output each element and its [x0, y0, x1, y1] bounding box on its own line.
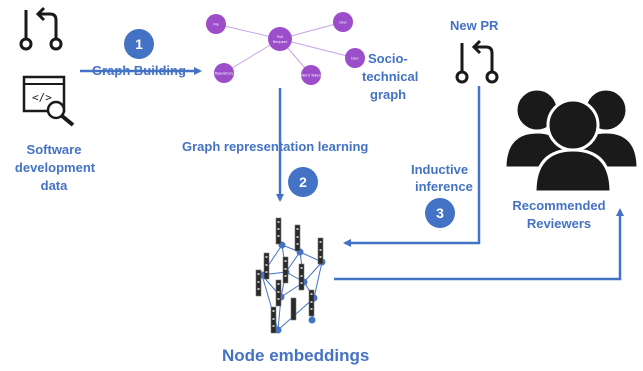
svg-text:User: User — [351, 57, 360, 61]
graph-building-label: Graph Building — [92, 63, 186, 78]
socio-technical-graph-label-3: graph — [370, 87, 407, 102]
inductive-inference-label-1: Inductive — [411, 162, 469, 177]
svg-text:Request: Request — [273, 40, 288, 44]
software-data-label-3: data — [40, 178, 68, 193]
embedding-vectors — [255, 217, 324, 334]
svg-text:</>: </> — [32, 91, 52, 104]
svg-text:User: User — [339, 21, 348, 25]
node-embeddings-label: Node embeddings — [222, 346, 370, 365]
svg-text:Word Token: Word Token — [301, 74, 321, 78]
code-search-icon: </> — [22, 75, 75, 127]
socio-technical-graph-label-1: Socio- — [368, 51, 408, 66]
socio-technical-graph: Pull Request File User User Repository W… — [206, 12, 365, 85]
software-data-label-2: development — [14, 160, 96, 175]
recommended-reviewers-label-2: Reviewers — [526, 216, 592, 231]
graph-node-repository: Repository — [214, 63, 234, 83]
step-2-badge: 2 — [288, 167, 318, 197]
graph-node-pull-request: Pull Request — [268, 27, 292, 51]
graph-node-word-token: Word Token — [301, 65, 321, 85]
users-group-icon — [503, 87, 640, 194]
step-1-badge: 1 — [124, 29, 154, 59]
recommended-reviewers-label-1: Recommended — [512, 198, 606, 213]
graph-node-file: File — [206, 14, 226, 34]
inductive-inference-arrow — [343, 86, 481, 247]
pull-request-icon — [19, 6, 63, 51]
socio-technical-graph-label-2: technical — [362, 69, 419, 84]
new-pr-icon — [455, 39, 499, 84]
svg-text:Repository: Repository — [215, 72, 234, 76]
graph-node-user-right: User — [345, 48, 365, 68]
inductive-inference-label-2: inference — [415, 179, 473, 194]
software-data-label-1: Software — [26, 142, 82, 157]
svg-text:File: File — [213, 23, 219, 27]
graph-representation-learning-label: Graph representation learning — [182, 139, 369, 154]
recommendation-arrow — [334, 208, 624, 281]
graph-node-user-top: User — [333, 12, 353, 32]
step-3-badge: 3 — [425, 198, 455, 228]
node-embeddings-graph — [255, 217, 326, 334]
svg-text:Pull: Pull — [277, 35, 283, 39]
new-pr-label: New PR — [450, 18, 499, 33]
